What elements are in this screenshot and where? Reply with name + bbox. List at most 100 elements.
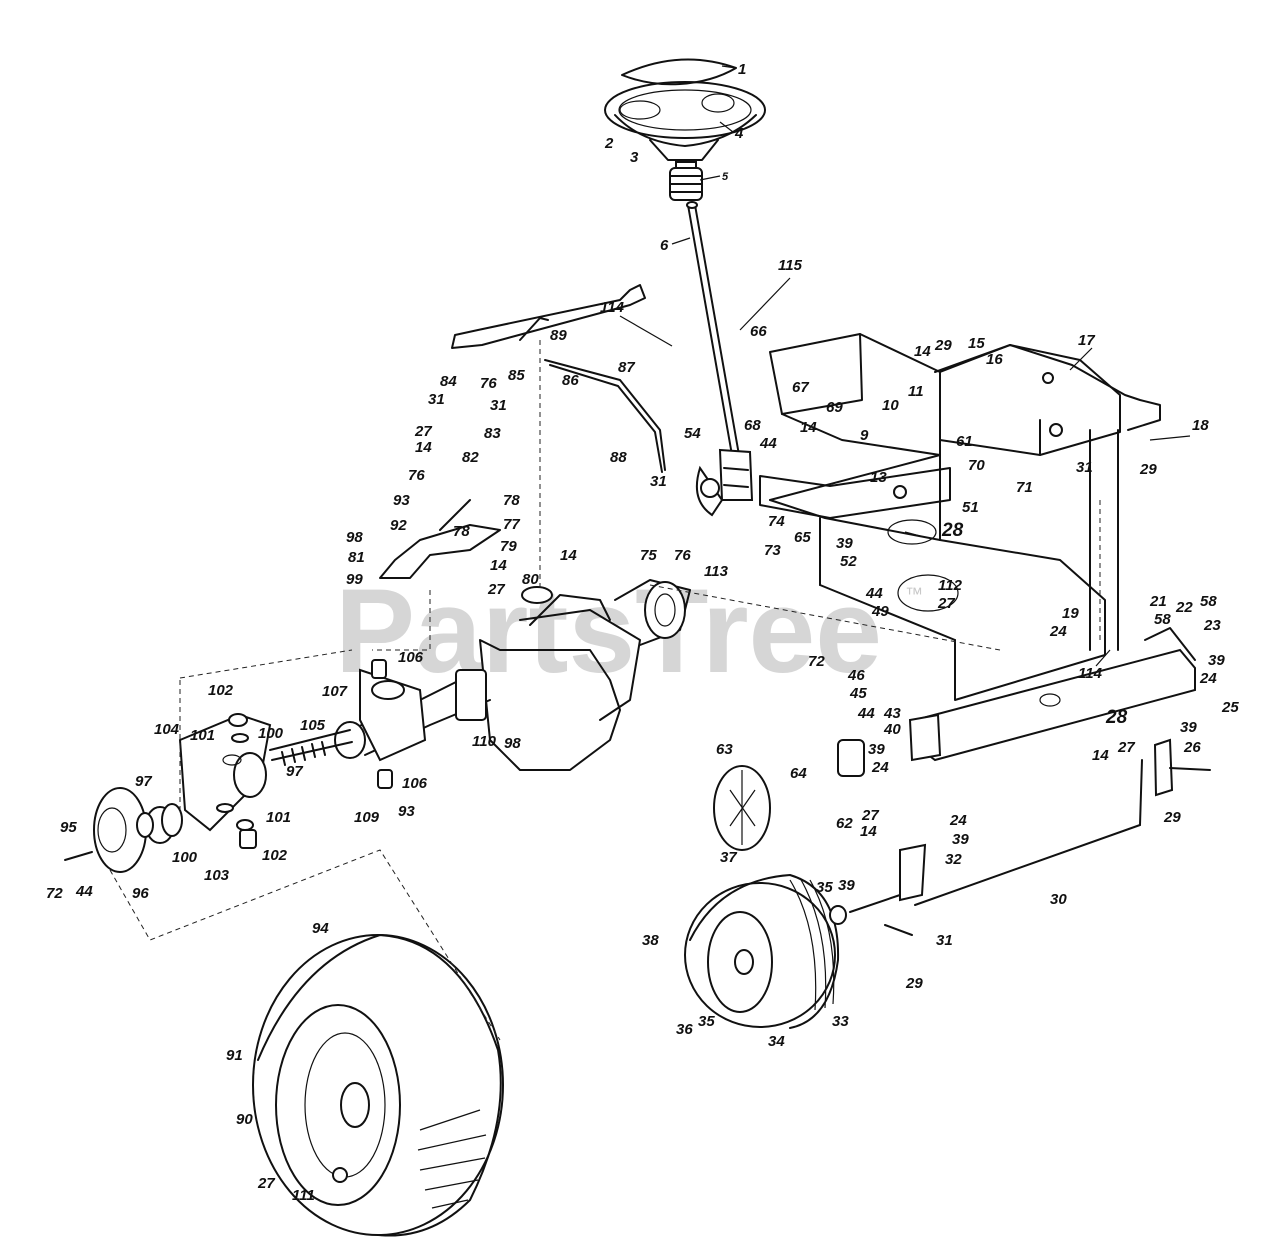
callout-72a: 72 xyxy=(808,653,825,670)
front-wheel xyxy=(684,874,847,1029)
callout-76c: 76 xyxy=(674,547,691,564)
callout-100b: 100 xyxy=(172,849,198,866)
callout-38: 38 xyxy=(642,932,659,949)
callout-58a: 58 xyxy=(1200,593,1217,610)
callout-93b: 93 xyxy=(398,803,415,820)
callout-104: 104 xyxy=(154,721,180,738)
callout-14a: 14 xyxy=(415,439,432,456)
callout-114b: 114 xyxy=(1078,665,1103,682)
callout-97a: 97 xyxy=(286,763,303,780)
callout-10: 10 xyxy=(882,397,899,414)
callout-88: 88 xyxy=(610,449,627,466)
callout-30: 30 xyxy=(1050,891,1067,908)
callout-51: 51 xyxy=(962,499,979,516)
callout-103: 103 xyxy=(204,867,230,884)
callout-31b: 31 xyxy=(490,397,507,414)
rear-hub xyxy=(64,787,183,873)
callout-107: 107 xyxy=(322,683,348,700)
callout-90: 90 xyxy=(236,1111,253,1128)
callout-43: 43 xyxy=(883,705,901,722)
pivot-bracket xyxy=(837,713,942,777)
callout-39d: 39 xyxy=(868,741,885,758)
callout-79: 79 xyxy=(500,538,517,555)
callout-66: 66 xyxy=(750,323,767,340)
steering-shaft xyxy=(686,201,740,456)
callout-4: 4 xyxy=(734,125,744,142)
callout-31a: 31 xyxy=(428,391,445,408)
left-spindle xyxy=(849,843,927,936)
callout-27f: 27 xyxy=(257,1175,275,1192)
steering-wheel xyxy=(604,58,766,161)
callout-21: 21 xyxy=(1149,593,1167,610)
callout-76b: 76 xyxy=(408,467,425,484)
callout-22: 22 xyxy=(1175,599,1193,616)
callout-27d: 27 xyxy=(1117,739,1135,756)
callout-labels: 1 2 3 4 5 6 114 115 89 87 85 86 84 76 31… xyxy=(46,61,1239,1204)
rear-wheel xyxy=(252,934,504,1237)
callout-86: 86 xyxy=(562,372,579,389)
callout-29b: 29 xyxy=(1139,461,1157,478)
callout-70: 70 xyxy=(968,457,985,474)
callout-49: 49 xyxy=(871,603,889,620)
callout-81: 81 xyxy=(348,549,365,566)
callout-9: 9 xyxy=(860,427,869,444)
callout-6: 6 xyxy=(660,237,669,254)
callout-14b: 14 xyxy=(490,557,507,574)
callout-44d: 44 xyxy=(75,883,93,900)
callout-111: 111 xyxy=(292,1187,315,1204)
callout-3: 3 xyxy=(630,149,639,166)
callout-96: 96 xyxy=(132,885,149,902)
callout-11: 11 xyxy=(908,383,924,400)
callout-101b: 101 xyxy=(266,809,291,826)
callout-27b: 27 xyxy=(487,581,505,598)
callout-24a: 24 xyxy=(1049,623,1067,640)
callout-5: 5 xyxy=(722,171,729,183)
callout-64: 64 xyxy=(790,765,807,782)
callout-71: 71 xyxy=(1016,479,1033,496)
callout-37: 37 xyxy=(720,849,737,866)
right-spindle xyxy=(1153,738,1211,797)
callout-74: 74 xyxy=(768,513,785,530)
callout-99: 99 xyxy=(346,571,363,588)
callout-29a: 29 xyxy=(934,337,952,354)
callout-44a: 44 xyxy=(759,435,777,452)
callout-27a: 27 xyxy=(414,423,432,440)
frame-cross-plate xyxy=(759,467,951,519)
callout-68: 68 xyxy=(744,417,761,434)
callout-40: 40 xyxy=(883,721,901,738)
callout-16: 16 xyxy=(986,351,1003,368)
callout-109: 109 xyxy=(354,809,380,826)
callout-27c: 27 xyxy=(937,595,955,612)
callout-33: 33 xyxy=(832,1013,849,1030)
callout-98b: 98 xyxy=(504,735,521,752)
callout-31e: 31 xyxy=(936,932,953,949)
callout-29c: 29 xyxy=(1163,809,1181,826)
callout-44b: 44 xyxy=(865,585,883,602)
callout-54: 54 xyxy=(684,425,701,442)
callout-95: 95 xyxy=(60,819,77,836)
wheel-cover xyxy=(713,765,771,851)
axle-yoke xyxy=(334,668,427,762)
callout-85: 85 xyxy=(508,367,525,384)
callout-32: 32 xyxy=(945,851,962,868)
callout-52: 52 xyxy=(840,553,857,570)
callout-89: 89 xyxy=(550,327,567,344)
callout-73: 73 xyxy=(764,542,781,559)
callout-17: 17 xyxy=(1078,332,1095,349)
callout-14f: 14 xyxy=(860,823,877,840)
callout-78b: 78 xyxy=(453,523,470,540)
callout-39a: 39 xyxy=(836,535,853,552)
callout-15: 15 xyxy=(968,335,985,352)
callout-113: 113 xyxy=(704,563,729,580)
callout-114a: 114 xyxy=(600,299,625,316)
callout-31c: 31 xyxy=(650,473,667,490)
callout-35a: 35 xyxy=(816,879,833,896)
front-axle xyxy=(914,627,1196,762)
callout-112: 112 xyxy=(938,577,963,594)
drive-shaft xyxy=(269,729,353,766)
callout-102b: 102 xyxy=(262,847,288,864)
callout-93a: 93 xyxy=(393,492,410,509)
callout-100a: 100 xyxy=(258,725,284,742)
callout-39e: 39 xyxy=(952,831,969,848)
bushing-stack xyxy=(228,659,393,849)
